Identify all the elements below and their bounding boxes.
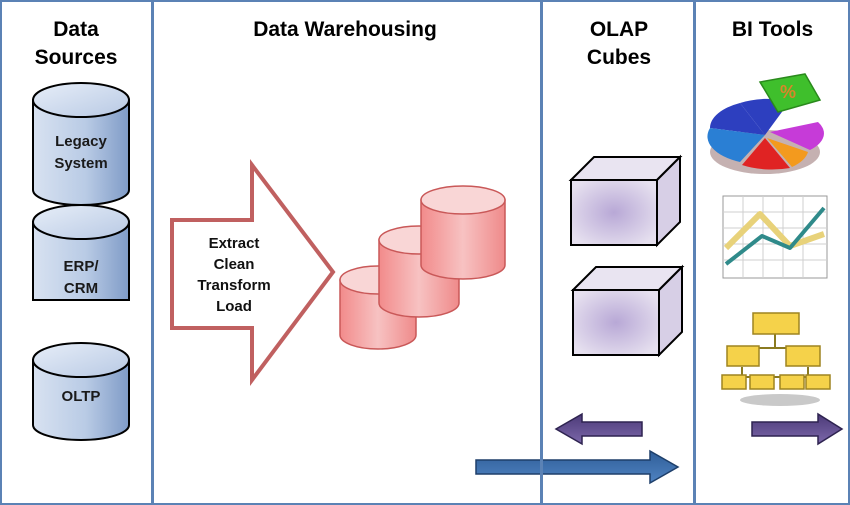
title-olap-line2: Cubes <box>586 46 652 69</box>
olap-cube-1 <box>568 154 683 248</box>
title-data-sources: Data Sources <box>12 16 140 72</box>
olap-cube-2 <box>570 264 685 358</box>
title-data-warehousing: Data Warehousing <box>253 18 437 41</box>
source-cylinder-legacy <box>32 82 130 206</box>
etl-label: Extract Clean Transform Load <box>180 233 288 317</box>
source-label-erp: ERP/ CRM <box>33 256 129 300</box>
source-cylinder-erp <box>32 204 130 301</box>
pie-chart-icon: % <box>707 73 824 174</box>
divider-3 <box>693 0 696 505</box>
org-chart-icon <box>721 312 831 406</box>
title-olap-line1: OLAP <box>589 18 649 41</box>
source-legacy-line1: Legacy <box>55 133 107 150</box>
etl-step-clean: Clean <box>213 256 255 273</box>
title-data-sources-line2: Sources <box>34 46 118 69</box>
source-erp-line2: CRM <box>63 280 99 297</box>
source-label-erp-clip: ERP/ CRM <box>33 240 129 300</box>
forward-arrow-bi <box>751 412 844 446</box>
divider-2 <box>540 0 543 505</box>
title-bi-tools: BI Tools <box>731 18 814 41</box>
etl-arrow <box>170 159 336 386</box>
title-data-sources-line1: Data <box>53 18 99 41</box>
etl-step-extract: Extract <box>208 235 260 252</box>
flow-arrow-to-olap <box>475 449 680 485</box>
etl-step-load: Load <box>216 298 252 315</box>
title-olap-cubes: OLAP Cubes <box>555 16 683 72</box>
back-arrow-olap <box>554 412 643 446</box>
line-chart-icon <box>722 195 828 279</box>
source-cylinder-oltp <box>32 342 130 441</box>
source-label-legacy: Legacy System <box>33 131 129 175</box>
svg-text:%: % <box>780 82 796 102</box>
source-legacy-line2: System <box>54 155 108 172</box>
etl-step-transform: Transform <box>197 277 271 294</box>
source-label-oltp: OLTP <box>61 388 101 405</box>
warehouse-cylinder-3 <box>420 185 506 280</box>
divider-1 <box>151 0 154 505</box>
source-erp-line1: ERP/ <box>63 258 99 275</box>
